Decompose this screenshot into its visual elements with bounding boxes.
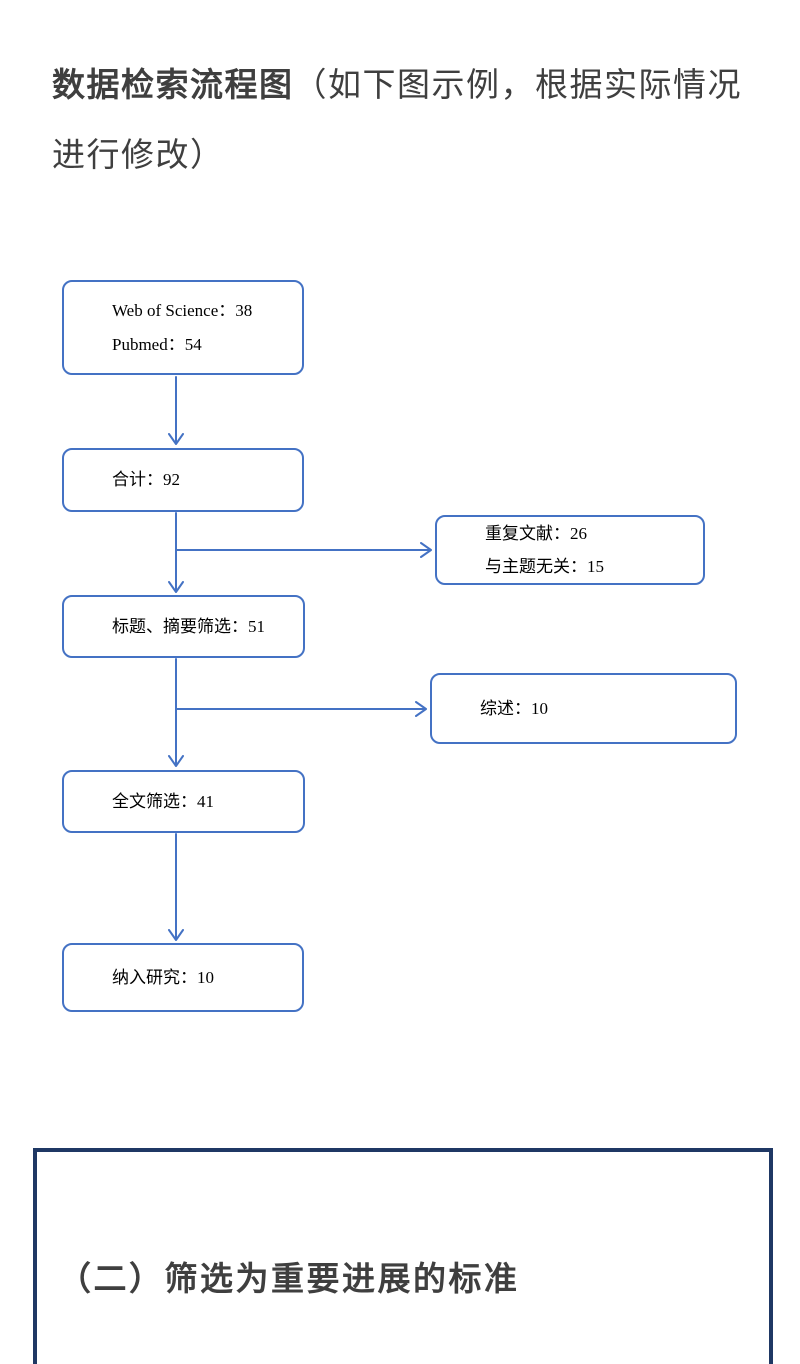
- flow-box-sources-line1: Web of Science：38: [112, 300, 253, 320]
- flow-box-screening: 标题、摘要筛选：51: [62, 595, 305, 658]
- document-title-suffix: （如下图示例，根据实际情况进行修改）: [52, 66, 742, 173]
- flow-box-fulltext-label: 全文筛选：41: [112, 791, 214, 811]
- flow-box-sources: Web of Science：38 Pubmed：54: [62, 280, 304, 375]
- section-container: （二）筛选为重要进展的标准: [33, 1148, 773, 1364]
- document-title: 数据检索流程图（如下图示例，根据实际情况进行修改）: [52, 50, 752, 190]
- flow-box-sources-line2: Pubmed：54: [112, 334, 202, 354]
- flow-box-excluded-line2: 与主题无关：15: [485, 557, 604, 576]
- flow-box-review: 综述：10: [430, 673, 737, 744]
- arrow-fulltext-to-included: [168, 833, 184, 941]
- flow-box-screening-label: 标题、摘要筛选：51: [112, 616, 265, 636]
- flow-box-total-label: 合计：92: [112, 470, 180, 489]
- section-heading: （二）筛选为重要进展的标准: [58, 1260, 520, 1297]
- flow-box-total: 合计：92: [62, 448, 304, 512]
- flow-box-included-label: 纳入研究：10: [112, 967, 214, 987]
- arrow-screening-to-fulltext: [168, 658, 184, 767]
- flow-box-excluded: 重复文献：26 与主题无关：15: [435, 515, 705, 585]
- arrow-sources-to-total: [168, 376, 184, 445]
- flow-box-excluded-line1: 重复文献：26: [485, 524, 587, 543]
- flow-box-review-label: 综述：10: [480, 698, 548, 718]
- arrow-branch-to-review: [175, 701, 427, 717]
- arrow-branch-to-excluded: [175, 542, 432, 558]
- flow-box-included: 纳入研究：10: [62, 943, 304, 1012]
- arrow-total-to-screening: [168, 512, 184, 593]
- flow-box-fulltext: 全文筛选：41: [62, 770, 305, 833]
- flowchart: Web of Science：38 Pubmed：54 合计：92 重复文献：2…: [62, 280, 737, 1012]
- document-title-bold: 数据检索流程图: [52, 66, 294, 103]
